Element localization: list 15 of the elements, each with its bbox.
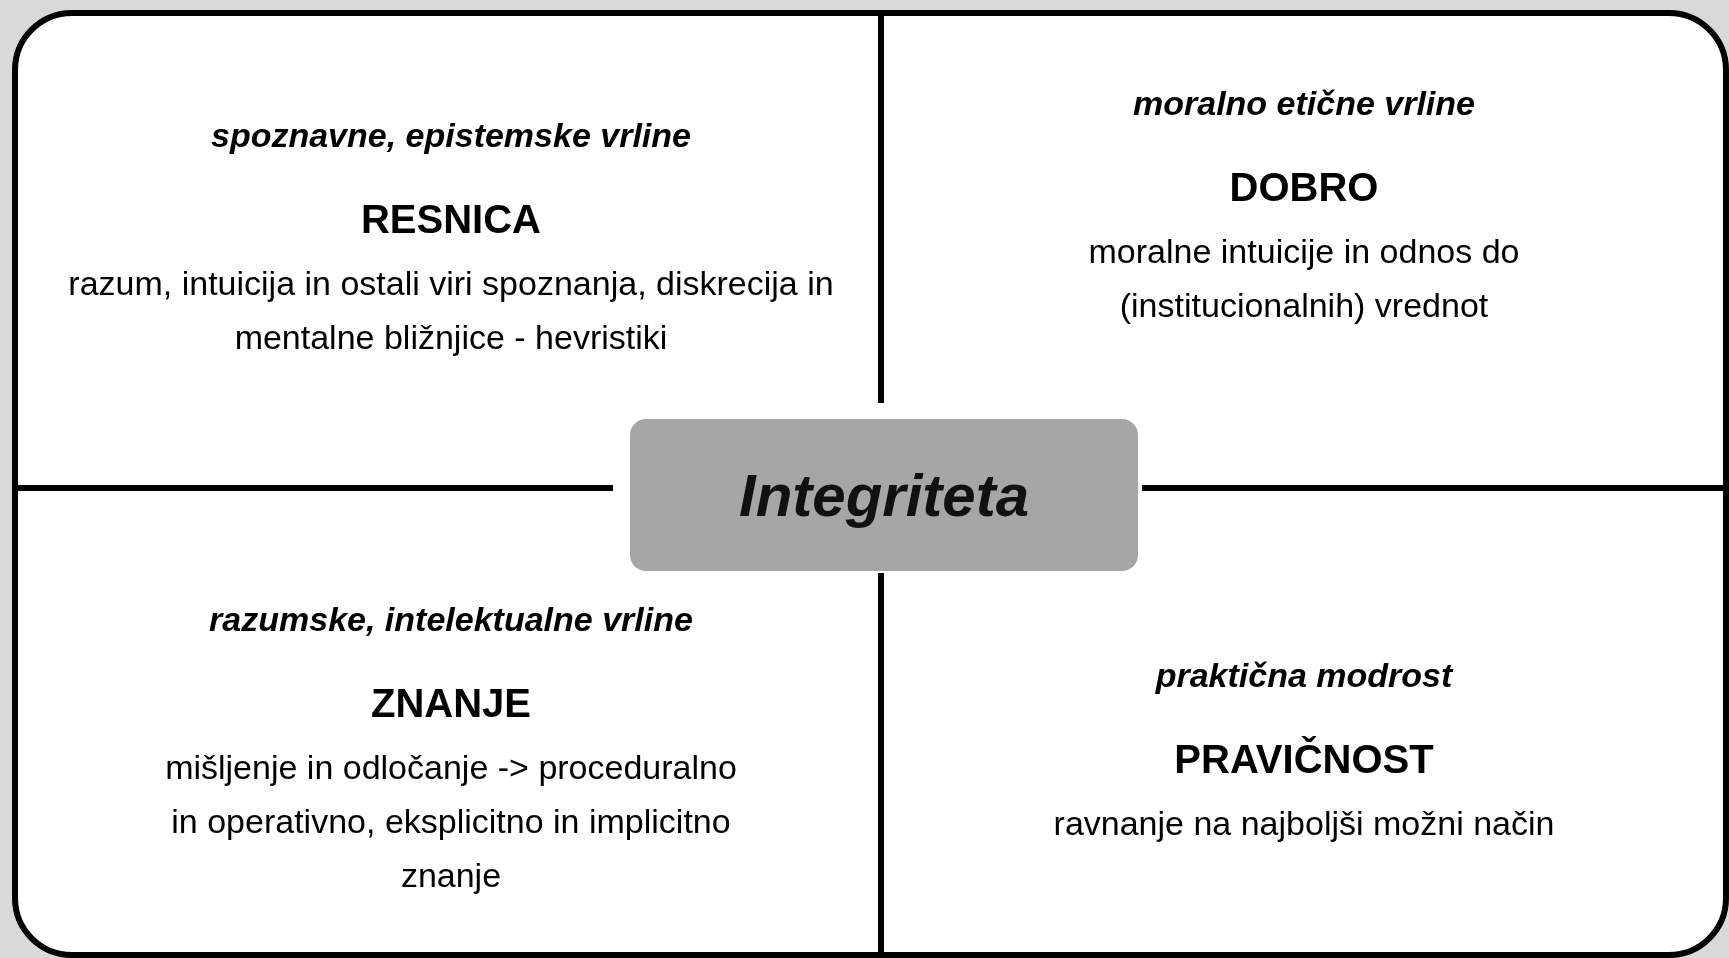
description-text: razum, intuicija in ostali viri spoznanja, diskrecija in mentalne bližnjice - hevristiki (67, 263, 835, 358)
category-heading: moralno etične vrline (1133, 84, 1475, 123)
category-heading: spoznavne, epistemske vrline (211, 116, 691, 155)
virtue-title: PRAVIČNOST (1174, 737, 1434, 782)
virtue-title: RESNICA (361, 197, 541, 242)
center-label: Integriteta (738, 460, 1029, 530)
virtue-title: DOBRO (1229, 165, 1379, 210)
virtue-title: ZNANJE (371, 681, 531, 726)
description-text: mišljenje in odločanje -> proceduralno in operativno, eksplicitno in implicitno znanje (164, 747, 738, 896)
rounded-frame (12, 10, 1729, 958)
center-box (630, 419, 1138, 571)
category-heading: praktična modrost (1155, 656, 1453, 695)
description-text: ravnanje na najboljši možni način (1053, 803, 1555, 844)
category-heading: razumske, intelektualne vrline (209, 600, 693, 639)
description-text: moralne intuicije in odnos do (institucionalnih) vrednot (1087, 231, 1521, 326)
